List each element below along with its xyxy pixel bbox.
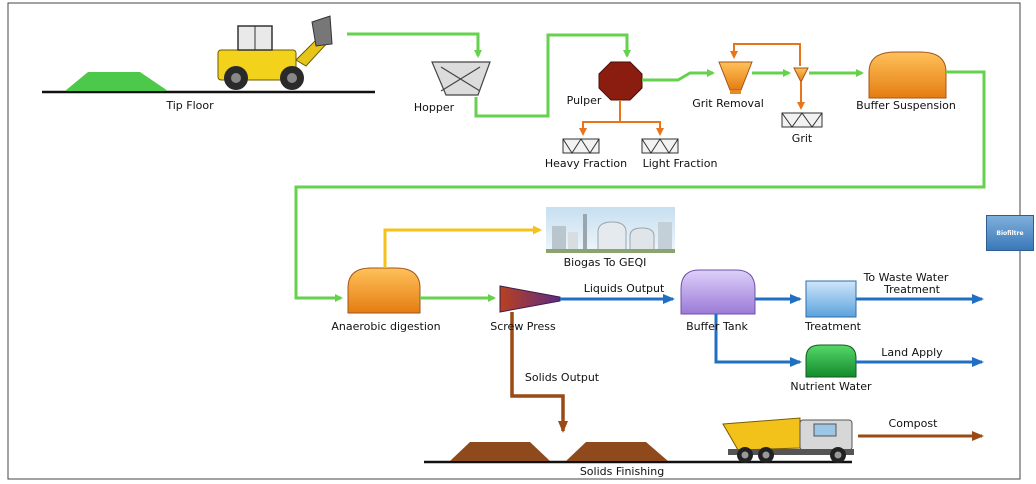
- label-solids-finishing: Solids Finishing: [579, 465, 665, 478]
- flow-to-heavy-fraction: [579, 100, 621, 136]
- grit-removal-cyclone: [718, 61, 753, 94]
- label-biofiltre: Biofiltre: [996, 229, 1024, 237]
- treatment-unit: [805, 280, 857, 318]
- label-buffer-suspension: Buffer Suspension: [856, 99, 956, 112]
- label-light-fraction: Light Fraction: [642, 157, 718, 170]
- heavy-fraction-bin: [562, 138, 600, 154]
- flow-buffer-to-digestion: [294, 70, 986, 302]
- buffer-tank: [680, 269, 756, 315]
- grit-separator: [793, 67, 809, 84]
- flow-tipfloor-to-hopper: [347, 32, 482, 58]
- grit-bin: [781, 112, 823, 128]
- label-nutrient-water: Nutrient Water: [790, 380, 872, 393]
- label-buffer-tank: Buffer Tank: [686, 320, 748, 333]
- diagram-border: [7, 2, 1021, 480]
- biogas-plant-image: [546, 207, 675, 253]
- label-solids-output: Solids Output: [524, 371, 600, 384]
- label-treatment: Treatment: [805, 320, 861, 333]
- label-waste-water-2: Treatment: [884, 283, 940, 296]
- buffer-suspension-tank: [868, 51, 947, 99]
- solids-pile-2: [566, 442, 668, 461]
- label-grit-removal: Grit Removal: [692, 97, 764, 110]
- label-screw-press: Screw Press: [490, 320, 556, 333]
- screw-press-unit: [499, 285, 561, 313]
- label-waste-water-1: To Waste Water: [863, 271, 949, 284]
- flow-hopper-to-pulper: [474, 33, 631, 118]
- label-grit: Grit: [791, 132, 813, 145]
- flow-biogas: [383, 225, 542, 268]
- label-hopper: Hopper: [413, 101, 455, 114]
- label-liquids-output: Liquids Output: [583, 282, 665, 295]
- label-compost: Compost: [888, 417, 938, 430]
- wheel-loader-icon: [217, 15, 333, 90]
- biofiltre-box: Biofiltre: [986, 215, 1034, 251]
- pulper-unit: [598, 61, 643, 101]
- label-pulper: Pulper: [566, 94, 602, 107]
- light-fraction-bin: [641, 138, 679, 154]
- dump-truck-icon: [722, 417, 854, 463]
- solids-pile-1: [450, 442, 550, 461]
- flow-grit-recirculation: [730, 43, 801, 66]
- flow-pulper-to-grit: [642, 69, 715, 82]
- nutrient-water-tank: [805, 344, 857, 378]
- anaerobic-digestion-tank: [347, 267, 421, 314]
- flow-to-light-fraction: [620, 121, 664, 136]
- hopper: [431, 61, 491, 96]
- label-heavy-fraction: Heavy Fraction: [544, 157, 628, 170]
- label-biogas: Biogas To GEQI: [563, 256, 647, 269]
- flow-solids-output: [510, 312, 568, 433]
- label-tip-floor: Tip Floor: [166, 99, 214, 112]
- flow-to-nutrient-water: [714, 314, 802, 367]
- label-anaerobic-digestion: Anaerobic digestion: [331, 320, 441, 333]
- label-land-apply: Land Apply: [881, 346, 943, 359]
- tip-floor-pile: [65, 72, 168, 91]
